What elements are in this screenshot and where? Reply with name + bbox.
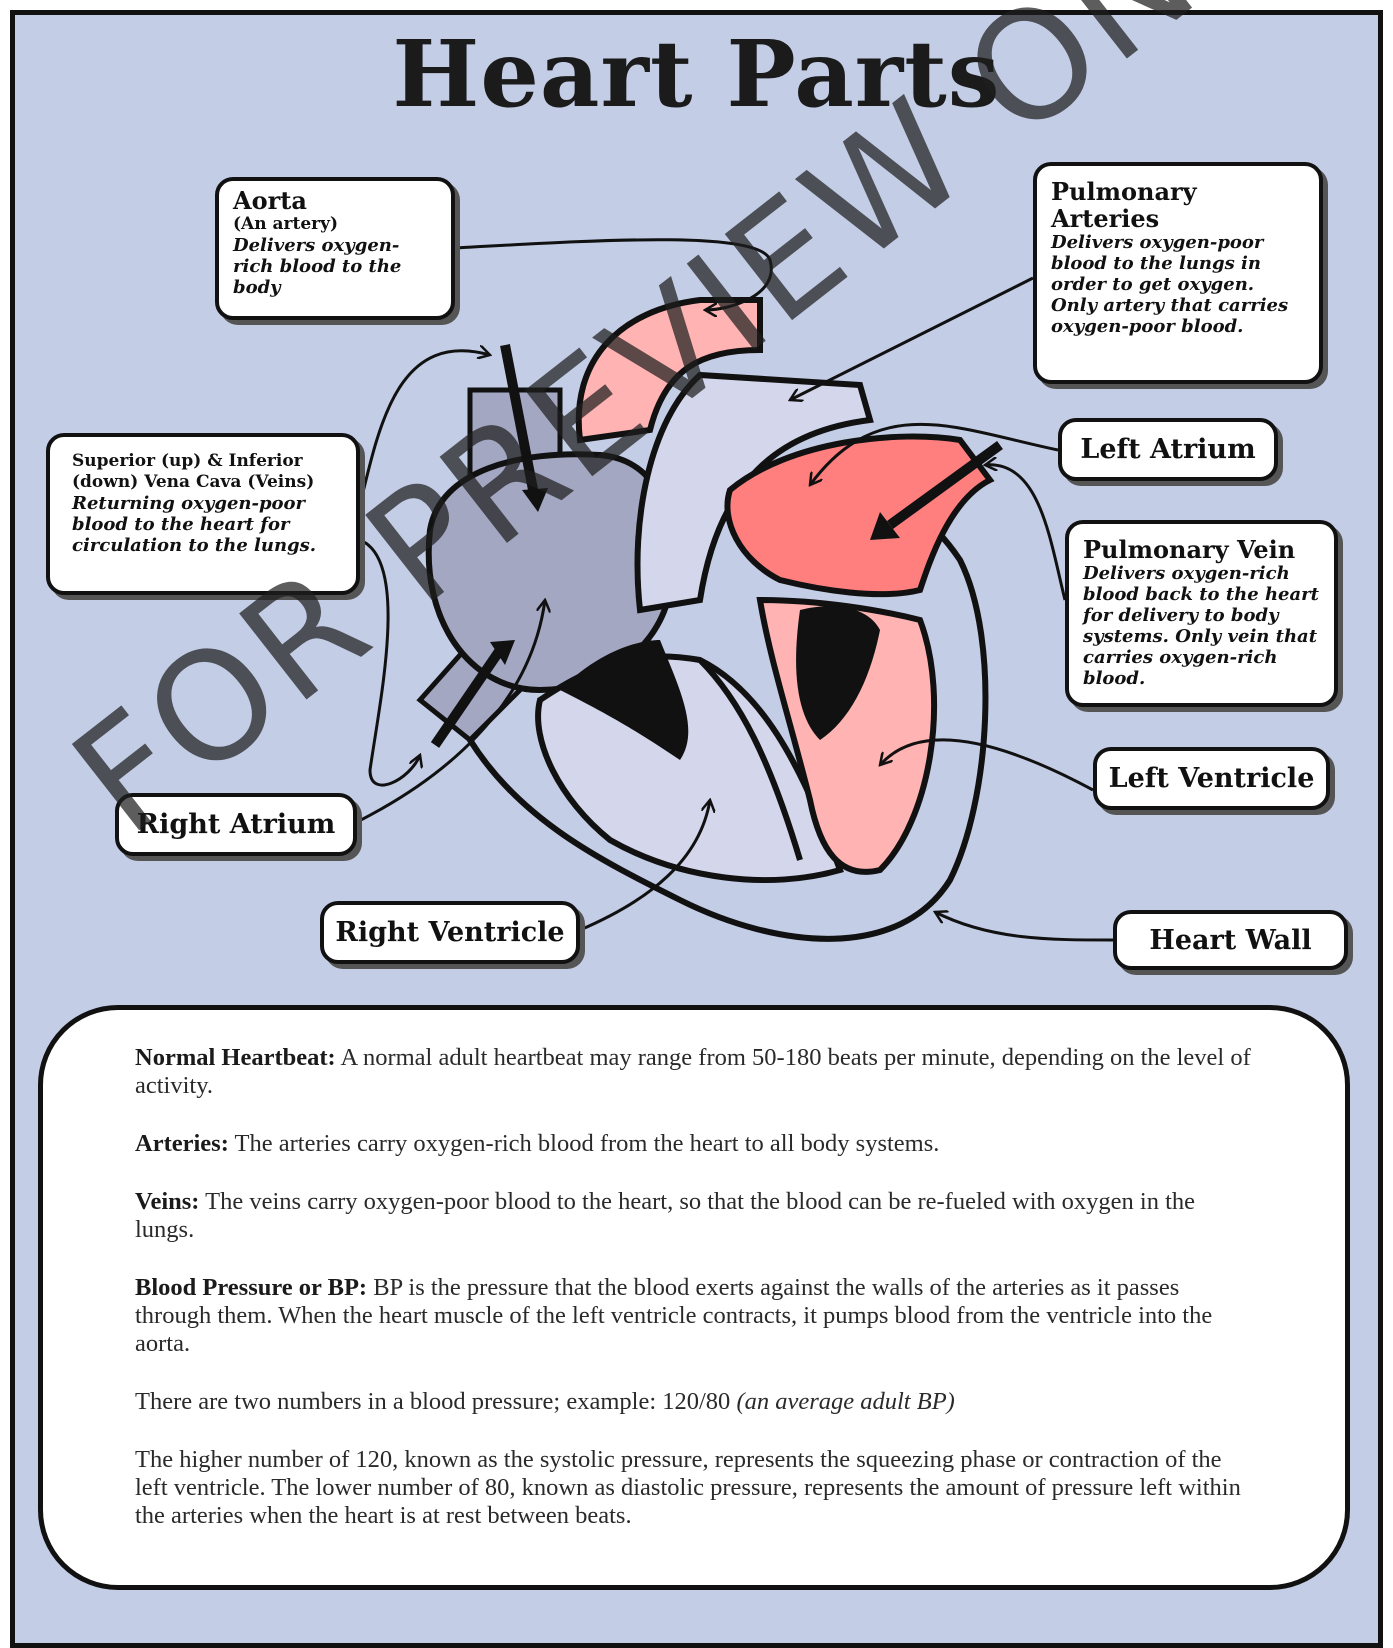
leader-pulmonary-arteries	[790, 278, 1033, 400]
label-aorta-sub: (An artery)	[233, 214, 437, 235]
info-bp-example-note: (an average adult BP)	[736, 1388, 954, 1415]
info-veins-text: The veins carry oxygen-poor blood to the…	[135, 1188, 1195, 1243]
info-veins: Veins: The veins carry oxygen-poor blood…	[135, 1188, 1255, 1244]
label-vena-cava-desc: Returning oxygen-poor blood to the heart…	[72, 493, 342, 556]
info-systolic: The higher number of 120, known as the s…	[135, 1446, 1255, 1530]
info-arteries-term: Arteries:	[135, 1130, 229, 1157]
info-bp-term: Blood Pressure or BP:	[135, 1274, 367, 1301]
leader-vena-cava-down	[360, 540, 420, 785]
info-arteries-text: The arteries carry oxygen-rich blood fro…	[229, 1130, 940, 1157]
label-right-ventricle: Right Ventricle	[320, 901, 580, 964]
label-left-atrium: Left Atrium	[1058, 418, 1278, 481]
label-pulmonary-arteries-name: Pulmonary Arteries	[1051, 178, 1251, 232]
info-bp-example: There are two numbers in a blood pressur…	[135, 1388, 1255, 1416]
info-bp-example-text: There are two numbers in a blood pressur…	[135, 1388, 736, 1415]
label-pulmonary-vein-desc: Delivers oxygen-rich blood back to the h…	[1083, 563, 1320, 689]
label-pulmonary-vein: Pulmonary Vein Delivers oxygen-rich bloo…	[1065, 520, 1338, 707]
info-panel: Normal Heartbeat: A normal adult heartbe…	[38, 1005, 1350, 1590]
label-right-atrium: Right Atrium	[115, 793, 357, 856]
info-heartbeat-term: Normal Heartbeat:	[135, 1044, 336, 1071]
label-pulmonary-arteries: Pulmonary Arteries Delivers oxygen-poor …	[1033, 162, 1323, 384]
info-arteries: Arteries: The arteries carry oxygen-rich…	[135, 1130, 1255, 1158]
leader-pulmonary-vein	[985, 465, 1065, 600]
label-vena-cava: Superior (up) & Inferior (down) Vena Cav…	[46, 433, 360, 595]
info-veins-term: Veins:	[135, 1188, 199, 1215]
label-right-ventricle-name: Right Ventricle	[335, 919, 564, 946]
label-left-ventricle-name: Left Ventricle	[1109, 765, 1315, 792]
label-aorta-desc: Delivers oxygen-rich blood to the body	[233, 235, 437, 298]
label-left-ventricle: Left Ventricle	[1093, 747, 1330, 810]
label-aorta: Aorta (An artery) Delivers oxygen-rich b…	[215, 177, 455, 320]
info-bp: Blood Pressure or BP: BP is the pressure…	[135, 1274, 1255, 1358]
label-right-atrium-name: Right Atrium	[137, 811, 336, 838]
label-pulmonary-vein-name: Pulmonary Vein	[1083, 536, 1320, 563]
info-systolic-text: The higher number of 120, known as the s…	[135, 1446, 1241, 1529]
leader-heart-wall	[935, 912, 1113, 940]
label-heart-wall: Heart Wall	[1113, 910, 1348, 970]
label-left-atrium-name: Left Atrium	[1080, 436, 1255, 463]
label-vena-cava-name: Superior (up) & Inferior (down) Vena Cav…	[72, 451, 342, 493]
label-heart-wall-name: Heart Wall	[1149, 927, 1311, 954]
label-aorta-name: Aorta	[233, 187, 437, 214]
label-pulmonary-arteries-desc: Delivers oxygen-poor blood to the lungs …	[1051, 232, 1305, 337]
info-heartbeat: Normal Heartbeat: A normal adult heartbe…	[135, 1044, 1255, 1100]
